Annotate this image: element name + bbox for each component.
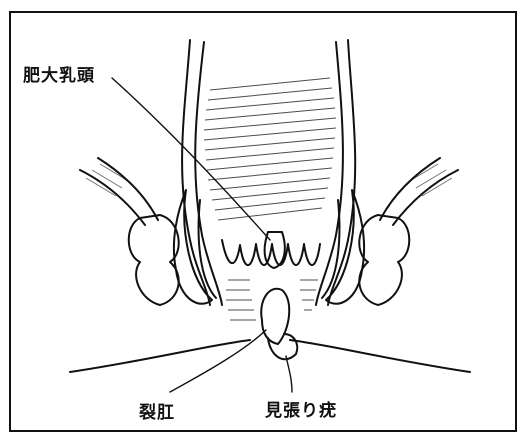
leader-pile <box>286 356 292 392</box>
label-hypertrophic-papilla: 肥大乳頭 <box>23 61 95 86</box>
leader-fissure <box>170 330 266 392</box>
right-tuberosity <box>359 215 409 305</box>
label-anal-fissure: 裂肛 <box>139 398 175 423</box>
right-canal-wall-inner <box>316 42 343 305</box>
muscle-hatching <box>86 164 452 196</box>
leader-papilla <box>112 78 270 240</box>
fissure <box>261 289 289 344</box>
right-levator <box>380 158 458 225</box>
right-sphincter <box>326 190 364 304</box>
mucosa-hatching <box>204 78 336 320</box>
left-sphincter <box>174 190 212 304</box>
label-sentinel-pile: 見張り疣 <box>265 396 337 421</box>
left-levator <box>80 158 158 225</box>
left-tuberosity <box>129 215 179 305</box>
papillae-row <box>222 240 320 265</box>
